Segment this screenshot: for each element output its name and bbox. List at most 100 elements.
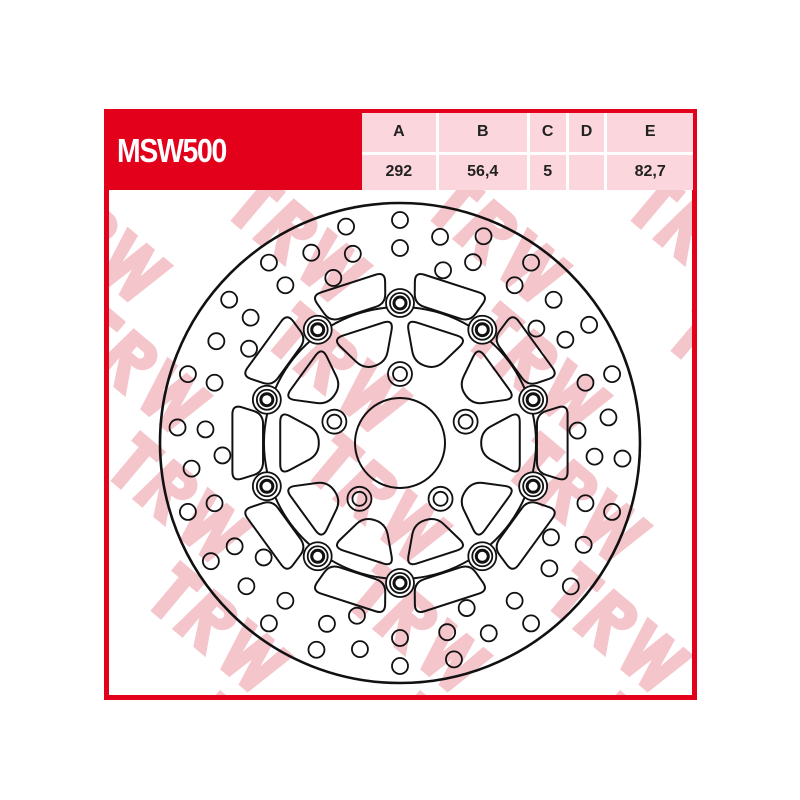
drill-hole — [556, 330, 575, 349]
drill-hole — [479, 624, 498, 643]
bolt-hole — [387, 361, 413, 387]
carrier-window — [407, 518, 464, 566]
spec-header-c: C — [526, 113, 569, 155]
carrier-window — [407, 320, 464, 368]
drill-hole — [561, 577, 580, 596]
spec-value-b: 56,4 — [435, 151, 530, 190]
drill-hole — [431, 227, 449, 246]
bobbin-rivet — [251, 384, 282, 415]
carrier-tab — [244, 316, 305, 385]
drill-hole — [260, 614, 278, 633]
drill-hole — [434, 261, 452, 280]
carrier-tab — [413, 565, 486, 613]
disc-outer-edge — [158, 201, 642, 685]
drill-hole — [527, 319, 546, 338]
drill-hole — [540, 559, 559, 578]
drill-hole — [182, 459, 201, 478]
carrier-tab — [231, 405, 265, 481]
trw-logo-icon — [783, 690, 800, 800]
drill-hole — [179, 365, 197, 383]
carrier-ring-edge — [273, 495, 312, 547]
spec-table: A B C D E 292 56,4 5 82,7 — [362, 113, 693, 190]
trw-logo-icon — [0, 40, 134, 180]
drill-hole — [613, 449, 632, 468]
drill-hole — [241, 308, 260, 327]
bobbin-rivet — [302, 541, 333, 572]
drill-hole — [391, 629, 409, 647]
trw-logo-icon — [382, 690, 535, 695]
drill-hole — [237, 577, 256, 596]
trw-logo-icon — [0, 430, 54, 570]
drill-hole — [179, 503, 197, 521]
carrier-tab — [495, 316, 556, 385]
drill-hole — [445, 650, 463, 669]
bobbin-rivet — [518, 384, 549, 415]
drill-hole — [391, 211, 409, 229]
drill-hole — [574, 535, 593, 554]
carrier-ring-edge — [329, 558, 389, 580]
drill-hole — [318, 614, 336, 633]
drill-hole — [260, 253, 278, 272]
carrier-ring-edge — [411, 306, 471, 328]
bobbin-rivet — [385, 568, 415, 598]
trw-logo-icon — [343, 0, 494, 50]
drill-hole — [522, 253, 540, 272]
drill-hole — [351, 640, 369, 659]
carrier-window — [279, 413, 320, 473]
carrier-ring-edge — [488, 495, 527, 547]
carrier-window — [336, 518, 393, 566]
bobbin-rivet — [467, 541, 498, 572]
trw-logo-icon — [383, 40, 534, 180]
spec-header-b: B — [435, 113, 530, 155]
drill-hole — [240, 339, 258, 358]
trw-logo-icon — [109, 300, 215, 441]
drill-hole — [474, 227, 493, 246]
drill-hole — [307, 640, 326, 659]
carrier-ring-edge — [531, 412, 537, 474]
bobbin-rivet — [518, 471, 549, 502]
spec-header-d: D — [565, 113, 608, 155]
bolt-hole — [427, 485, 454, 512]
drill-hole — [544, 290, 563, 309]
product-code: MSW500 — [117, 132, 227, 169]
drill-hole — [438, 623, 457, 642]
drill-hole — [205, 494, 224, 513]
drill-hole — [196, 420, 215, 439]
card-header: MSW500 A B C D E 292 56,4 5 82,7 — [104, 109, 697, 190]
trw-logo-icon — [743, 560, 800, 700]
drill-hole — [168, 418, 187, 437]
carrier-ring-edge — [488, 339, 527, 391]
spec-value-a: 292 — [362, 151, 439, 190]
bolt-hole — [321, 408, 348, 435]
carrier-tab — [314, 273, 387, 321]
carrier-tab — [244, 501, 305, 570]
drill-hole — [568, 421, 587, 440]
trw-logo-icon — [0, 560, 94, 700]
spec-value-e: 82,7 — [604, 151, 693, 190]
carrier-tab — [535, 405, 569, 481]
carrier-window — [460, 481, 513, 536]
trw-logo-icon — [222, 190, 375, 311]
carrier-ring-edge — [329, 306, 389, 328]
drill-hole — [213, 446, 232, 465]
drill-hole — [585, 447, 604, 466]
trw-logo-icon — [543, 0, 694, 50]
spec-header-a: A — [362, 113, 439, 155]
drill-hole — [207, 332, 226, 351]
trw-logo-icon — [143, 0, 294, 50]
spec-header-e: E — [604, 113, 693, 155]
trw-logo-icon — [183, 40, 334, 180]
trw-logo-icon — [583, 40, 734, 180]
trw-logo-icon — [0, 300, 14, 440]
carrier-tab — [413, 273, 486, 321]
drill-hole — [464, 253, 482, 272]
trw-logo-icon — [109, 190, 175, 311]
trw-logo-icon — [0, 0, 94, 50]
drill-hole — [254, 548, 273, 567]
trw-logo-icon — [582, 690, 692, 695]
drill-hole — [205, 373, 224, 392]
carrier-window — [460, 350, 513, 405]
drill-hole — [276, 591, 295, 610]
carrier-ring-edge — [411, 558, 471, 580]
